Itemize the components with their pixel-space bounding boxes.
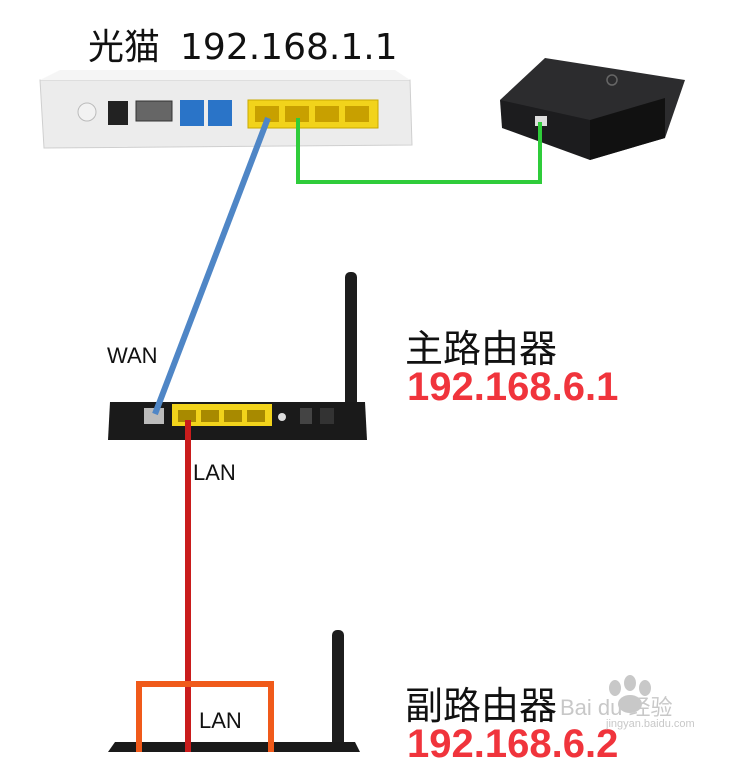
modem-device	[39, 70, 413, 149]
main-router-antenna	[345, 272, 357, 422]
modem-ip: 192.168.1.1	[180, 27, 398, 68]
modem-title: 光猫 192.168.1.1	[88, 18, 398, 70]
sub-router-ip: 192.168.6.2	[407, 722, 619, 766]
sub-router-lan-highlight	[136, 681, 274, 752]
stb-ethernet-port	[535, 116, 547, 126]
cable-wan	[152, 116, 271, 416]
modem-phone-port-1	[180, 100, 204, 126]
sub-router-device	[108, 630, 360, 752]
main-router-name: 主路由器	[405, 327, 558, 371]
main-router-ip: 192.168.6.1	[407, 365, 619, 409]
modem-power-jack	[108, 101, 128, 125]
wan-label: WAN	[107, 343, 158, 368]
set-top-box	[500, 58, 685, 160]
modem-usb-port	[135, 100, 173, 122]
lan-label-main: LAN	[193, 460, 236, 485]
sub-router-antenna	[332, 630, 344, 752]
main-router-device	[108, 272, 367, 440]
watermark-paw-icon	[609, 675, 651, 713]
cable-modem-to-settopbox	[296, 118, 542, 184]
lan-label-sub: LAN	[199, 708, 242, 733]
watermark-text: Bai du 经验	[560, 695, 673, 720]
modem-name: 光猫	[88, 27, 161, 68]
main-router-wan-port	[144, 408, 164, 424]
modem-power-button	[77, 102, 97, 122]
sub-router-name: 副路由器	[405, 684, 558, 728]
watermark-subtext: jingyan.baidu.com	[606, 718, 695, 730]
modem-phone-port-2	[208, 100, 232, 126]
